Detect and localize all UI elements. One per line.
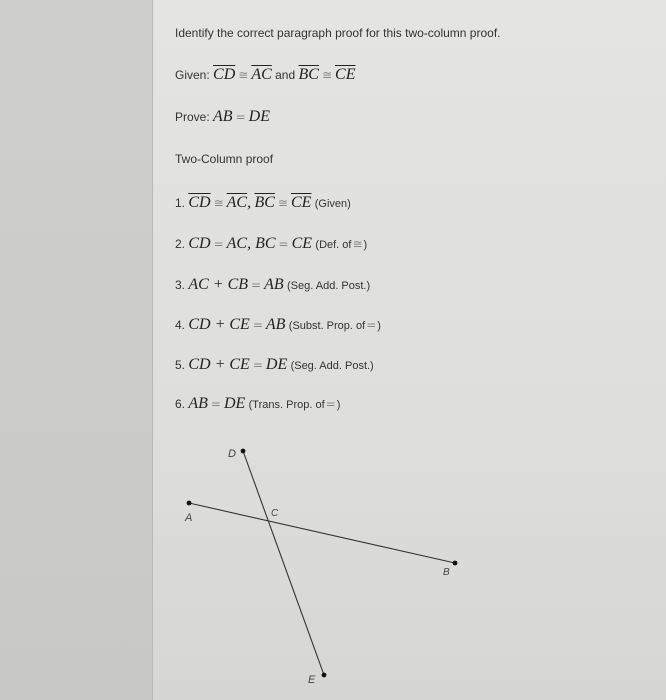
- step5-rhs: DE: [265, 356, 288, 373]
- proof-step-2: 2. CD=AC, BC=CE (Def. of≅): [175, 235, 367, 253]
- step4-reason-close: ): [377, 320, 381, 332]
- step4-reason-symbol: =: [366, 318, 377, 332]
- step2-reason: (Def. of≅): [315, 237, 368, 251]
- given-congruent-1: ≅: [238, 68, 249, 82]
- proof-step-6: 6. AB=DE (Trans. Prop. of=): [175, 395, 340, 413]
- content-panel: [152, 0, 666, 700]
- step2-equals-2: =: [278, 237, 289, 251]
- point-d: [240, 448, 246, 454]
- step4-rhs: AB: [265, 316, 286, 333]
- step2-reason-symbol: ≅: [352, 237, 363, 251]
- given-congruent-2: ≅: [321, 68, 333, 82]
- proof-step-1: 1. CD≅AC, BC≅CE (Given): [175, 194, 351, 212]
- step1-seg-cd: CD: [188, 194, 211, 211]
- given-seg-bc: BC: [298, 66, 319, 83]
- segment-ab: [188, 502, 456, 564]
- step1-seg-ce: CE: [290, 194, 312, 211]
- label-e: E: [308, 674, 316, 686]
- proof-step-5: 5. CD + CE=DE (Seg. Add. Post.): [175, 356, 374, 374]
- step2-reason-close: ): [363, 239, 368, 251]
- step1-comma: ,: [247, 194, 252, 211]
- prove-line: Prove: AB=DE: [175, 108, 270, 126]
- step2-lhs: CD: [188, 235, 211, 252]
- step6-reason: (Trans. Prop. of=): [248, 397, 341, 411]
- step-number: 5.: [175, 358, 186, 372]
- proof-step-4: 4. CD + CE=AB (Subst. Prop. of=): [175, 316, 381, 334]
- step5-lhs: CD + CE: [188, 356, 250, 373]
- step3-rhs: AB: [264, 276, 284, 293]
- step1-reason: (Given): [314, 198, 351, 210]
- prove-lhs: AB: [213, 108, 233, 125]
- step5-reason: (Seg. Add. Post.): [290, 360, 374, 372]
- segment-de: [242, 450, 325, 676]
- label-b: B: [443, 567, 450, 578]
- step6-reason-text: (Trans. Prop. of: [248, 399, 325, 411]
- step6-equals: =: [210, 397, 221, 411]
- step5-equals: =: [252, 358, 263, 372]
- point-a: [186, 500, 192, 506]
- step1-seg-ac: AC: [226, 194, 248, 211]
- prove-rhs: DE: [248, 108, 270, 125]
- step1-seg-bc: BC: [254, 194, 275, 211]
- given-and: and: [275, 68, 296, 82]
- step2-equals-1: =: [213, 237, 224, 251]
- step6-rhs: DE: [223, 395, 246, 412]
- step-number: 1.: [175, 196, 186, 210]
- label-d: D: [228, 448, 236, 460]
- step3-lhs: AC + CB: [188, 276, 249, 293]
- step4-reason: (Subst. Prop. of=): [288, 318, 381, 332]
- step6-reason-symbol: =: [325, 397, 336, 411]
- step-number: 2.: [175, 237, 186, 251]
- given-seg-cd: CD: [213, 66, 236, 83]
- given-label: Given:: [175, 68, 210, 82]
- given-seg-ac: AC: [251, 66, 272, 83]
- step2-mid: AC, BC: [226, 235, 276, 252]
- step-number: 4.: [175, 318, 186, 332]
- step1-congruent-2: ≅: [277, 196, 288, 210]
- step2-reason-text: (Def. of: [315, 239, 352, 251]
- proof-step-3: 3. AC + CB=AB (Seg. Add. Post.): [175, 276, 370, 294]
- two-column-proof-title: Two-Column proof: [175, 152, 274, 166]
- step6-lhs: AB: [188, 395, 208, 412]
- label-c: C: [271, 508, 279, 519]
- given-seg-ce: CE: [335, 66, 356, 83]
- step3-equals: =: [251, 278, 262, 292]
- label-a: A: [184, 512, 192, 524]
- step3-reason: (Seg. Add. Post.): [287, 280, 371, 292]
- step1-congruent-1: ≅: [213, 196, 224, 210]
- step4-reason-text: (Subst. Prop. of: [288, 320, 366, 332]
- step4-lhs: CD + CE: [188, 316, 250, 333]
- given-line: Given: CD≅AC and BC≅CE: [175, 66, 355, 84]
- step4-equals: =: [252, 318, 263, 332]
- question-text: Identify the correct paragraph proof for…: [175, 26, 501, 40]
- prove-equals: =: [235, 110, 246, 124]
- point-b: [452, 560, 458, 566]
- step6-reason-close: ): [336, 399, 341, 411]
- step-number: 6.: [175, 397, 186, 411]
- point-e: [321, 672, 327, 678]
- step2-rhs: CE: [291, 235, 313, 252]
- prove-label: Prove:: [175, 110, 210, 124]
- step-number: 3.: [175, 278, 186, 292]
